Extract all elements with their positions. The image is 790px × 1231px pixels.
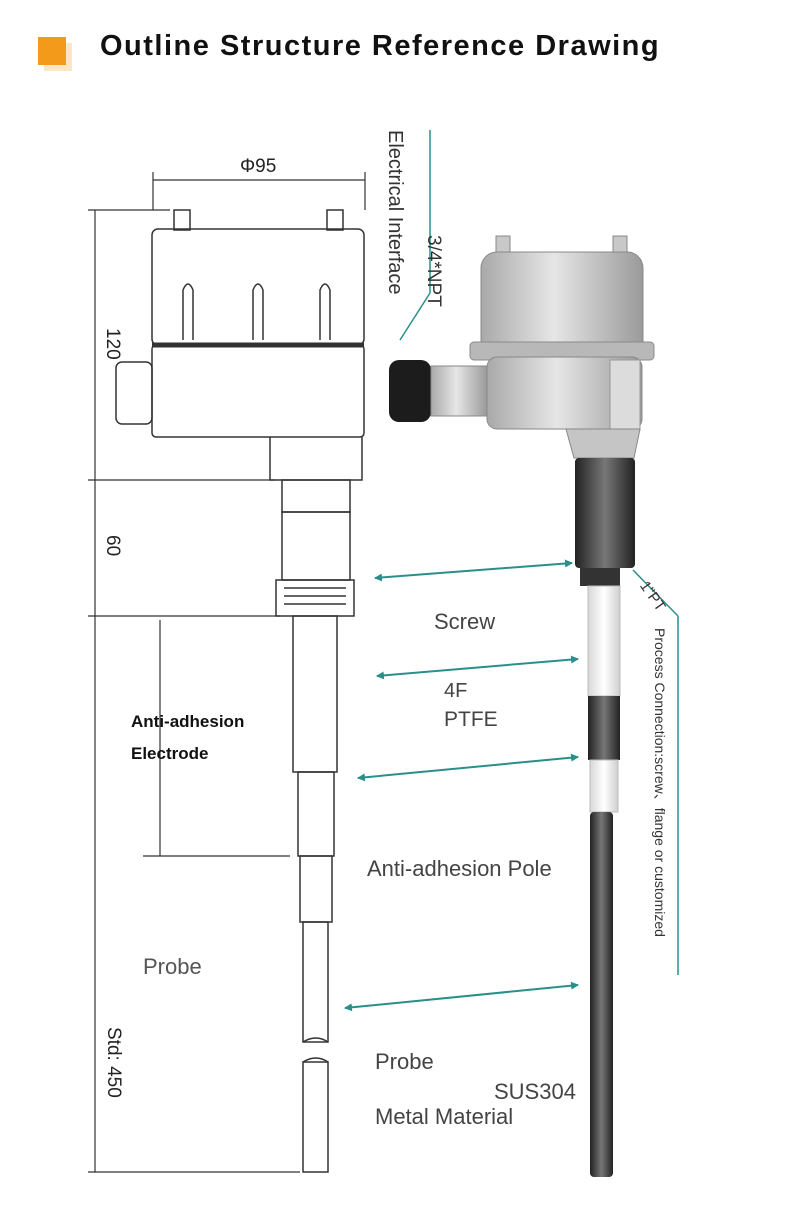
npt-label: 3/4*NPT bbox=[423, 235, 444, 307]
title-accent-square bbox=[38, 37, 66, 65]
neck-height-dimension: 60 bbox=[102, 535, 123, 557]
process-connection-label: Process Connection:screw、flange or custo… bbox=[652, 628, 668, 937]
dimension-lines bbox=[88, 172, 366, 1173]
probe-length-dimension: Std: 450 bbox=[103, 1027, 124, 1098]
product-illustration bbox=[389, 235, 655, 1177]
metal-material-label: Metal Material bbox=[375, 1104, 514, 1129]
diameter-dimension: Φ95 bbox=[240, 156, 277, 177]
electrical-interface-label: Electrical Interface bbox=[384, 130, 406, 295]
ptfe-label-line2: PTFE bbox=[444, 708, 498, 731]
sus304-label: SUS304 bbox=[494, 1079, 576, 1104]
callout-pointers bbox=[344, 130, 679, 1012]
screw-label: Screw bbox=[434, 609, 496, 634]
page-title: Outline Structure Reference Drawing bbox=[100, 30, 661, 62]
housing-height-dimension: 120 bbox=[102, 328, 123, 360]
anti-adhesion-electrode-label-line2: Electrode bbox=[131, 744, 209, 763]
ptfe-label-line1: 4F bbox=[444, 680, 468, 702]
header: Outline Structure Reference Drawing bbox=[0, 0, 790, 90]
probe-label-left: Probe bbox=[143, 954, 202, 979]
outline-line-drawing bbox=[115, 209, 365, 1173]
anti-adhesion-electrode-label-line1: Anti-adhesion bbox=[131, 712, 245, 731]
anti-adhesion-pole-label: Anti-adhesion Pole bbox=[367, 856, 552, 881]
probe-label-right: Probe bbox=[375, 1049, 434, 1074]
